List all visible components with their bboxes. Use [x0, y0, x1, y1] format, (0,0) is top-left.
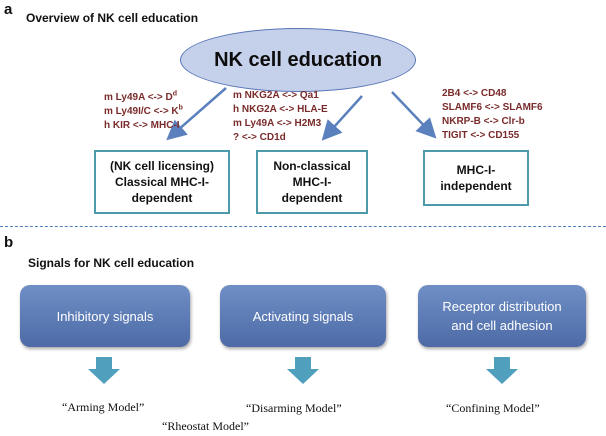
arrow-to-classical — [166, 87, 227, 141]
box-line: independent — [440, 179, 512, 193]
panel-divider — [0, 226, 606, 227]
panel-a-letter: a — [4, 1, 13, 18]
activating-signals-box: Activating signals — [220, 285, 386, 347]
down-arrow-icon — [88, 357, 120, 384]
box-line: dependent — [131, 191, 193, 205]
classical-mhc-box: (NK cell licensing) Classical MHC-I- dep… — [94, 150, 230, 214]
nonclassical-mhc-box: Non-classical MHC-I- dependent — [256, 150, 368, 214]
panel-b-letter: b — [4, 234, 14, 251]
receptor-pair: h NKG2A <-> HLA-E — [233, 104, 328, 115]
box-line: MHC-I- — [456, 163, 496, 177]
down-arrows — [88, 357, 518, 384]
receptor-pair: ? <-> CD1d — [233, 132, 286, 143]
down-arrow-icon — [486, 357, 518, 384]
down-arrow-icon — [287, 357, 319, 384]
receptor-pair: m NKG2A <-> Qa1 — [233, 90, 319, 101]
box-line: Classical MHC-I- — [114, 175, 210, 189]
receptor-pair: m Ly49I/C <-> Kb — [104, 104, 183, 117]
ellipse-label: NK cell education — [214, 48, 382, 71]
arrow-to-independent — [391, 91, 437, 139]
disarming-model-label: “Disarming Model” — [246, 401, 342, 415]
rheostat-model-label: “Rheostat Model” — [162, 419, 249, 433]
signal-label: Receptor distribution — [442, 299, 562, 314]
inhibitory-signals-box: Inhibitory signals — [20, 285, 190, 347]
receptor-pair: SLAMF6 <-> SLAMF6 — [442, 102, 543, 113]
nk-cell-education-ellipse: NK cell education — [180, 28, 416, 92]
arrow-to-nonclassical — [321, 95, 363, 141]
middle-receptor-pairs: m NKG2A <-> Qa1 h NKG2A <-> HLA-E m Ly49… — [233, 89, 328, 145]
right-receptor-pairs: 2B4 <-> CD48 SLAMF6 <-> SLAMF6 NKRP-B <-… — [442, 87, 543, 143]
receptor-distribution-box: Receptor distribution and cell adhesion — [418, 285, 586, 347]
box-line: MHC-I- — [292, 175, 332, 189]
confining-model-label: “Confining Model” — [446, 401, 540, 415]
box-line: dependent — [281, 191, 343, 205]
box-line: Non-classical — [273, 159, 351, 173]
receptor-pair: TIGIT <-> CD155 — [442, 130, 520, 141]
overview-arrows — [166, 87, 437, 141]
box-line: (NK cell licensing) — [109, 159, 215, 173]
signal-label: Activating signals — [252, 308, 354, 324]
panel-a-title: Overview of NK cell education — [26, 11, 199, 25]
receptor-pair: m Ly49A <-> H2M3 — [233, 118, 322, 129]
receptor-pair: 2B4 <-> CD48 — [442, 88, 507, 99]
receptor-pair: m Ly49A <-> Dd — [104, 90, 178, 103]
receptor-pair: h KIR <-> MHC-I — [104, 120, 180, 131]
receptor-pair: NKRP-B <-> Clr-b — [442, 116, 525, 127]
panel-b-title: Signals for NK cell education — [28, 256, 195, 270]
signal-label: Inhibitory signals — [56, 308, 154, 324]
signal-label: and cell adhesion — [451, 318, 553, 333]
mhc-independent-box: MHC-I- independent — [423, 150, 529, 206]
arming-model-label: “Arming Model” — [62, 400, 145, 414]
left-receptor-pairs: m Ly49A <-> Dd m Ly49I/C <-> Kb h KIR <-… — [104, 91, 183, 133]
